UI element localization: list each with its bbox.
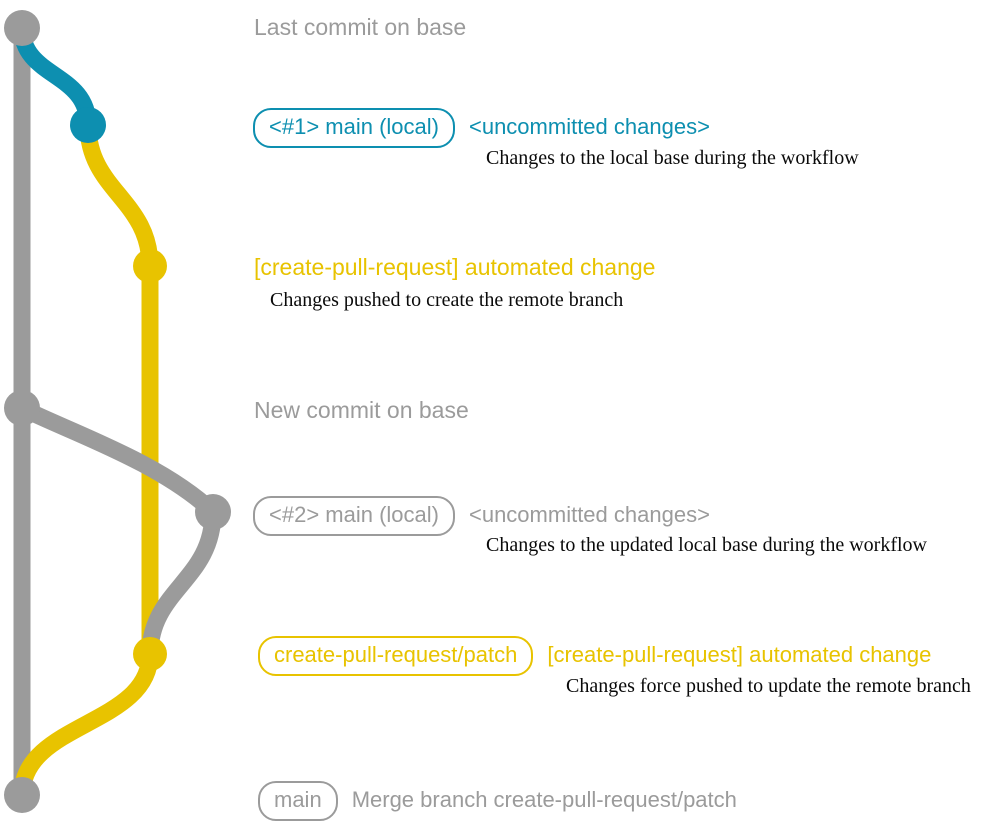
commit-description-automated-change-1: Changes pushed to create the remote bran… xyxy=(270,289,624,311)
commit-row-local-2: <#2> main (local) <uncommitted changes> xyxy=(253,496,710,536)
commit-subject-automated-change-1: [create-pull-request] automated change xyxy=(254,254,656,280)
commit-description-local-1: Changes to the local base during the wor… xyxy=(486,147,859,169)
local-branch-line-2 xyxy=(13,399,222,521)
commit-subject-last-commit-on-base: Last commit on base xyxy=(254,14,467,40)
commit-row-local-1: <#1> main (local) <uncommitted changes> xyxy=(253,108,710,148)
commit-node-base-top[interactable] xyxy=(4,10,40,46)
commit-row-merge: main Merge branch create-pull-request/pa… xyxy=(258,781,737,821)
branch-pill-main-local-2[interactable]: <#2> main (local) xyxy=(253,496,455,536)
patch-branch-line-1 xyxy=(79,116,159,275)
branch-pill-main[interactable]: main xyxy=(258,781,338,821)
commit-node-local-1[interactable] xyxy=(70,107,106,143)
branch-pill-create-pull-request-patch[interactable]: create-pull-request/patch xyxy=(258,636,534,676)
commit-subject-merge: Merge branch create-pull-request/patch xyxy=(351,787,737,812)
patch-merge-line xyxy=(13,645,159,804)
commit-node-patch-2[interactable] xyxy=(133,637,167,671)
commit-row-automated-change-2: create-pull-request/patch [create-pull-r… xyxy=(258,636,931,676)
commit-node-merge[interactable] xyxy=(4,777,40,813)
commit-subject-automated-change-2: [create-pull-request] automated change xyxy=(547,642,932,667)
commit-subject-local-2: <uncommitted changes> xyxy=(468,502,710,527)
merge-into-patch-line xyxy=(141,503,222,663)
commit-description-automated-change-2: Changes force pushed to update the remot… xyxy=(566,675,971,697)
commit-subject-new-commit-on-base: New commit on base xyxy=(254,397,469,423)
commit-node-patch-1[interactable] xyxy=(133,249,167,283)
commit-node-base-new[interactable] xyxy=(4,390,40,426)
commit-subject-local-1: <uncommitted changes> xyxy=(468,114,710,139)
commit-description-local-2: Changes to the updated local base during… xyxy=(486,534,927,556)
branch-pill-main-local-1[interactable]: <#1> main (local) xyxy=(253,108,455,148)
commit-node-local-2[interactable] xyxy=(195,494,231,530)
